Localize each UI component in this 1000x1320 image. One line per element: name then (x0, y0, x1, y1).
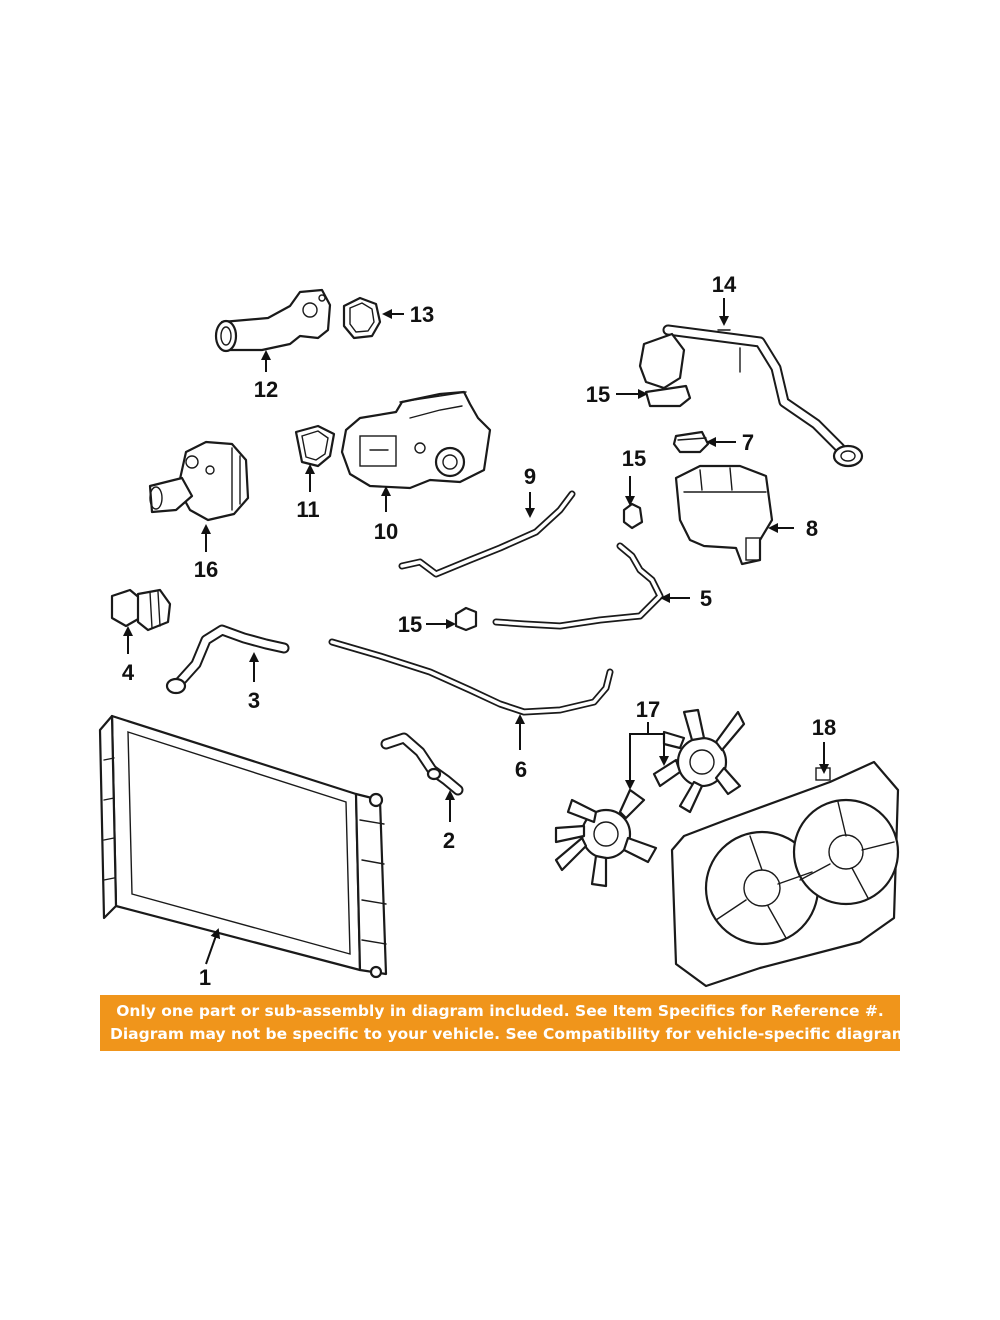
callout-17: 17 (636, 697, 660, 722)
leader-lines (123, 298, 829, 965)
part-14-outlet-pipe (638, 324, 864, 468)
callout-15-middle: 15 (622, 446, 646, 471)
callout-6: 6 (515, 757, 527, 782)
callout-13: 13 (410, 302, 434, 327)
part-2-lower-hose (380, 732, 464, 796)
part-10-thermostat-housing (340, 390, 492, 490)
callout-labels: 1 2 3 4 5 6 7 8 9 10 11 12 13 14 15 15 1… (122, 272, 836, 990)
callout-15-lower: 15 (398, 612, 422, 637)
callout-5: 5 (700, 586, 712, 611)
part-1-radiator (98, 714, 388, 979)
notice-line-2: Diagram may not be specific to your vehi… (110, 1025, 924, 1043)
fan-blade-left (554, 788, 658, 888)
part-4-plug (110, 588, 172, 632)
callout-14: 14 (712, 272, 737, 297)
callout-1: 1 (199, 965, 211, 990)
part-6-tube (328, 638, 614, 716)
callout-10: 10 (374, 519, 398, 544)
callout-15-upper: 15 (586, 382, 610, 407)
callout-2: 2 (443, 828, 455, 853)
part-8-coolant-reservoir (674, 464, 774, 566)
callout-4: 4 (122, 660, 135, 685)
part-17-cooling-fans (554, 708, 746, 888)
part-3-upper-hose (165, 624, 290, 695)
callout-3: 3 (248, 688, 260, 713)
part-5-reservoir-hose (492, 542, 664, 630)
part-15-clamp-lower (454, 606, 478, 632)
part-15-seal-upper (644, 384, 692, 408)
part-11-gasket (294, 424, 336, 468)
part-18-fan-shroud (670, 760, 900, 988)
notice-banner: Only one part or sub-assembly in diagram… (100, 995, 924, 1051)
callout-7: 7 (742, 430, 754, 455)
fan-blade-right (652, 708, 746, 814)
part-7-reservoir-cap (672, 430, 710, 454)
notice-line-1: Only one part or sub-assembly in diagram… (116, 1002, 884, 1020)
callout-9: 9 (524, 464, 536, 489)
part-16-water-pump (148, 440, 250, 522)
callout-11: 11 (296, 497, 319, 522)
callout-12: 12 (254, 377, 278, 402)
callout-8: 8 (806, 516, 818, 541)
part-15-clamp-middle (622, 502, 644, 530)
part-13-gasket (342, 296, 382, 340)
callout-16: 16 (194, 557, 218, 582)
part-12-outlet-housing (214, 288, 332, 353)
callout-18: 18 (812, 715, 836, 740)
part-9-bypass-hose (398, 490, 576, 578)
